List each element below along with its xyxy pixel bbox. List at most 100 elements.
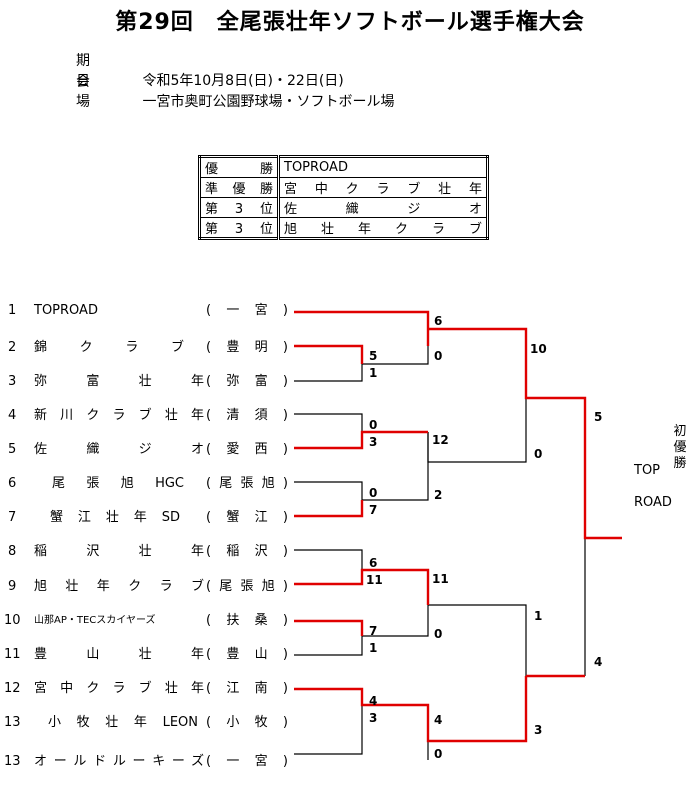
team-region: (一宮) (206, 303, 288, 318)
score: 4 (594, 655, 603, 669)
team-region: (尾張旭) (206, 579, 288, 594)
bracket-win-line (294, 568, 430, 605)
team-region: (尾張旭) (206, 476, 288, 491)
team-name: オールドルーキーズ (34, 754, 204, 769)
bracket-line (362, 346, 429, 365)
score: 0 (534, 447, 543, 461)
team-name: 宮中クラブ壮年 (34, 681, 204, 696)
team-name: TOPROAD (34, 303, 98, 318)
team-region: (江南) (206, 681, 288, 696)
bracket-line (428, 604, 527, 676)
team-name: 蟹江壮年SD (50, 510, 180, 525)
champion-name: TOP ROAD (634, 463, 672, 510)
team-name: 佐織ジオ (34, 442, 204, 457)
score: 0 (369, 418, 378, 432)
result-row: 第3位 佐織ジオ (199, 197, 488, 218)
score: 5 (594, 410, 603, 424)
bracket-win-line (294, 344, 364, 364)
team-name: 稲沢壮年 (34, 544, 204, 559)
score: 2 (434, 488, 443, 502)
team-region: (扶桑) (206, 613, 288, 628)
team-seed: 10 (4, 613, 21, 628)
team-region: (清須) (206, 408, 288, 423)
bracket-win-line (428, 327, 622, 540)
score: 0 (434, 747, 443, 761)
bracket-line (294, 705, 363, 755)
champion-note: 初 優 勝 (673, 424, 687, 471)
team-name: 尾張旭HGC (52, 476, 184, 491)
team-region: (豊明) (206, 340, 288, 355)
score: 7 (369, 624, 378, 638)
team-region: (稲沢) (206, 544, 288, 559)
team-region: (蟹江) (206, 510, 288, 525)
team-region: (弥富) (206, 374, 288, 389)
team-name: 新川クラブ壮年 (34, 408, 204, 423)
team-name: 山那AP・TECスカイヤーズ (34, 615, 156, 626)
results-table: 優勝 TOPROAD 準優勝 宮中クラブ壮年 第3位 佐織ジオ 第3位 旭壮年ク… (198, 155, 489, 240)
team-seed: 6 (8, 476, 17, 491)
team-region: (小牧) (206, 715, 288, 730)
bracket-win-line (294, 676, 528, 743)
score: 0 (369, 486, 378, 500)
result-place: 準優勝 (199, 177, 279, 198)
score: 4 (434, 713, 443, 727)
date-value: 令和5年10月8日(日)・22日(日) (142, 73, 344, 89)
bracket-line (294, 549, 363, 570)
bracket-line (294, 413, 363, 432)
team-seed: 13 (4, 715, 21, 730)
team-region: (愛西) (206, 442, 288, 457)
team-name: 小牧壮年LEON (48, 715, 198, 730)
team-seed: 9 (8, 579, 17, 594)
date-row: 期 日 令和5年10月8日(日)・22日(日) (76, 50, 344, 90)
score: 1 (534, 609, 543, 623)
score: 6 (434, 314, 443, 328)
team-seed: 4 (8, 408, 17, 423)
score: 0 (434, 349, 443, 363)
result-team: 佐織ジオ (277, 197, 488, 218)
venue-label: 会 場 (76, 74, 132, 110)
result-team: 旭壮年クラブ (277, 217, 488, 239)
score: 3 (369, 435, 378, 449)
team-name: 弥富壮年 (34, 374, 204, 389)
date-label: 期 日 (76, 53, 132, 89)
team-region: (一宮) (206, 754, 288, 769)
score: 4 (369, 694, 378, 708)
bracket-line (294, 636, 363, 656)
result-place: 第3位 (199, 217, 279, 239)
score: 0 (434, 627, 443, 641)
team-seed: 5 (8, 442, 17, 457)
team-name: 旭壮年クラブ (34, 579, 204, 594)
team-seed: 8 (8, 544, 17, 559)
score: 3 (534, 723, 543, 737)
score: 6 (369, 556, 378, 570)
team-seed: 1 (8, 303, 17, 318)
score: 10 (530, 342, 547, 356)
venue-value: 一宮市奥町公園野球場・ソフトボール場 (142, 94, 395, 110)
bracket-win-line (294, 500, 364, 518)
team-seed: 13 (4, 754, 21, 769)
bracket-win-line (294, 310, 430, 346)
bracket-line (427, 398, 527, 463)
result-row: 第3位 旭壮年クラブ (199, 217, 488, 239)
team-name: 豊山壮年 (34, 647, 204, 662)
bracket-win-line (294, 619, 364, 636)
result-row: 優勝 TOPROAD (199, 156, 488, 178)
score: 3 (369, 711, 378, 725)
bracket-line (294, 481, 363, 500)
score: 12 (432, 433, 449, 447)
score: 11 (432, 572, 449, 586)
bracket-win-line (294, 430, 428, 450)
score: 5 (369, 349, 378, 363)
score: 11 (366, 573, 383, 587)
score: 1 (369, 366, 378, 380)
bracket-line (294, 364, 363, 382)
page-title: 第29回 全尾張壮年ソフトボール選手権大会 (115, 10, 585, 35)
venue-row: 会 場 一宮市奥町公園野球場・ソフトボール場 (76, 71, 394, 111)
team-seed: 11 (4, 647, 21, 662)
result-place: 第3位 (199, 197, 279, 218)
team-region: (豊山) (206, 647, 288, 662)
score: 7 (369, 503, 378, 517)
team-seed: 7 (8, 510, 17, 525)
score: 1 (369, 641, 378, 655)
